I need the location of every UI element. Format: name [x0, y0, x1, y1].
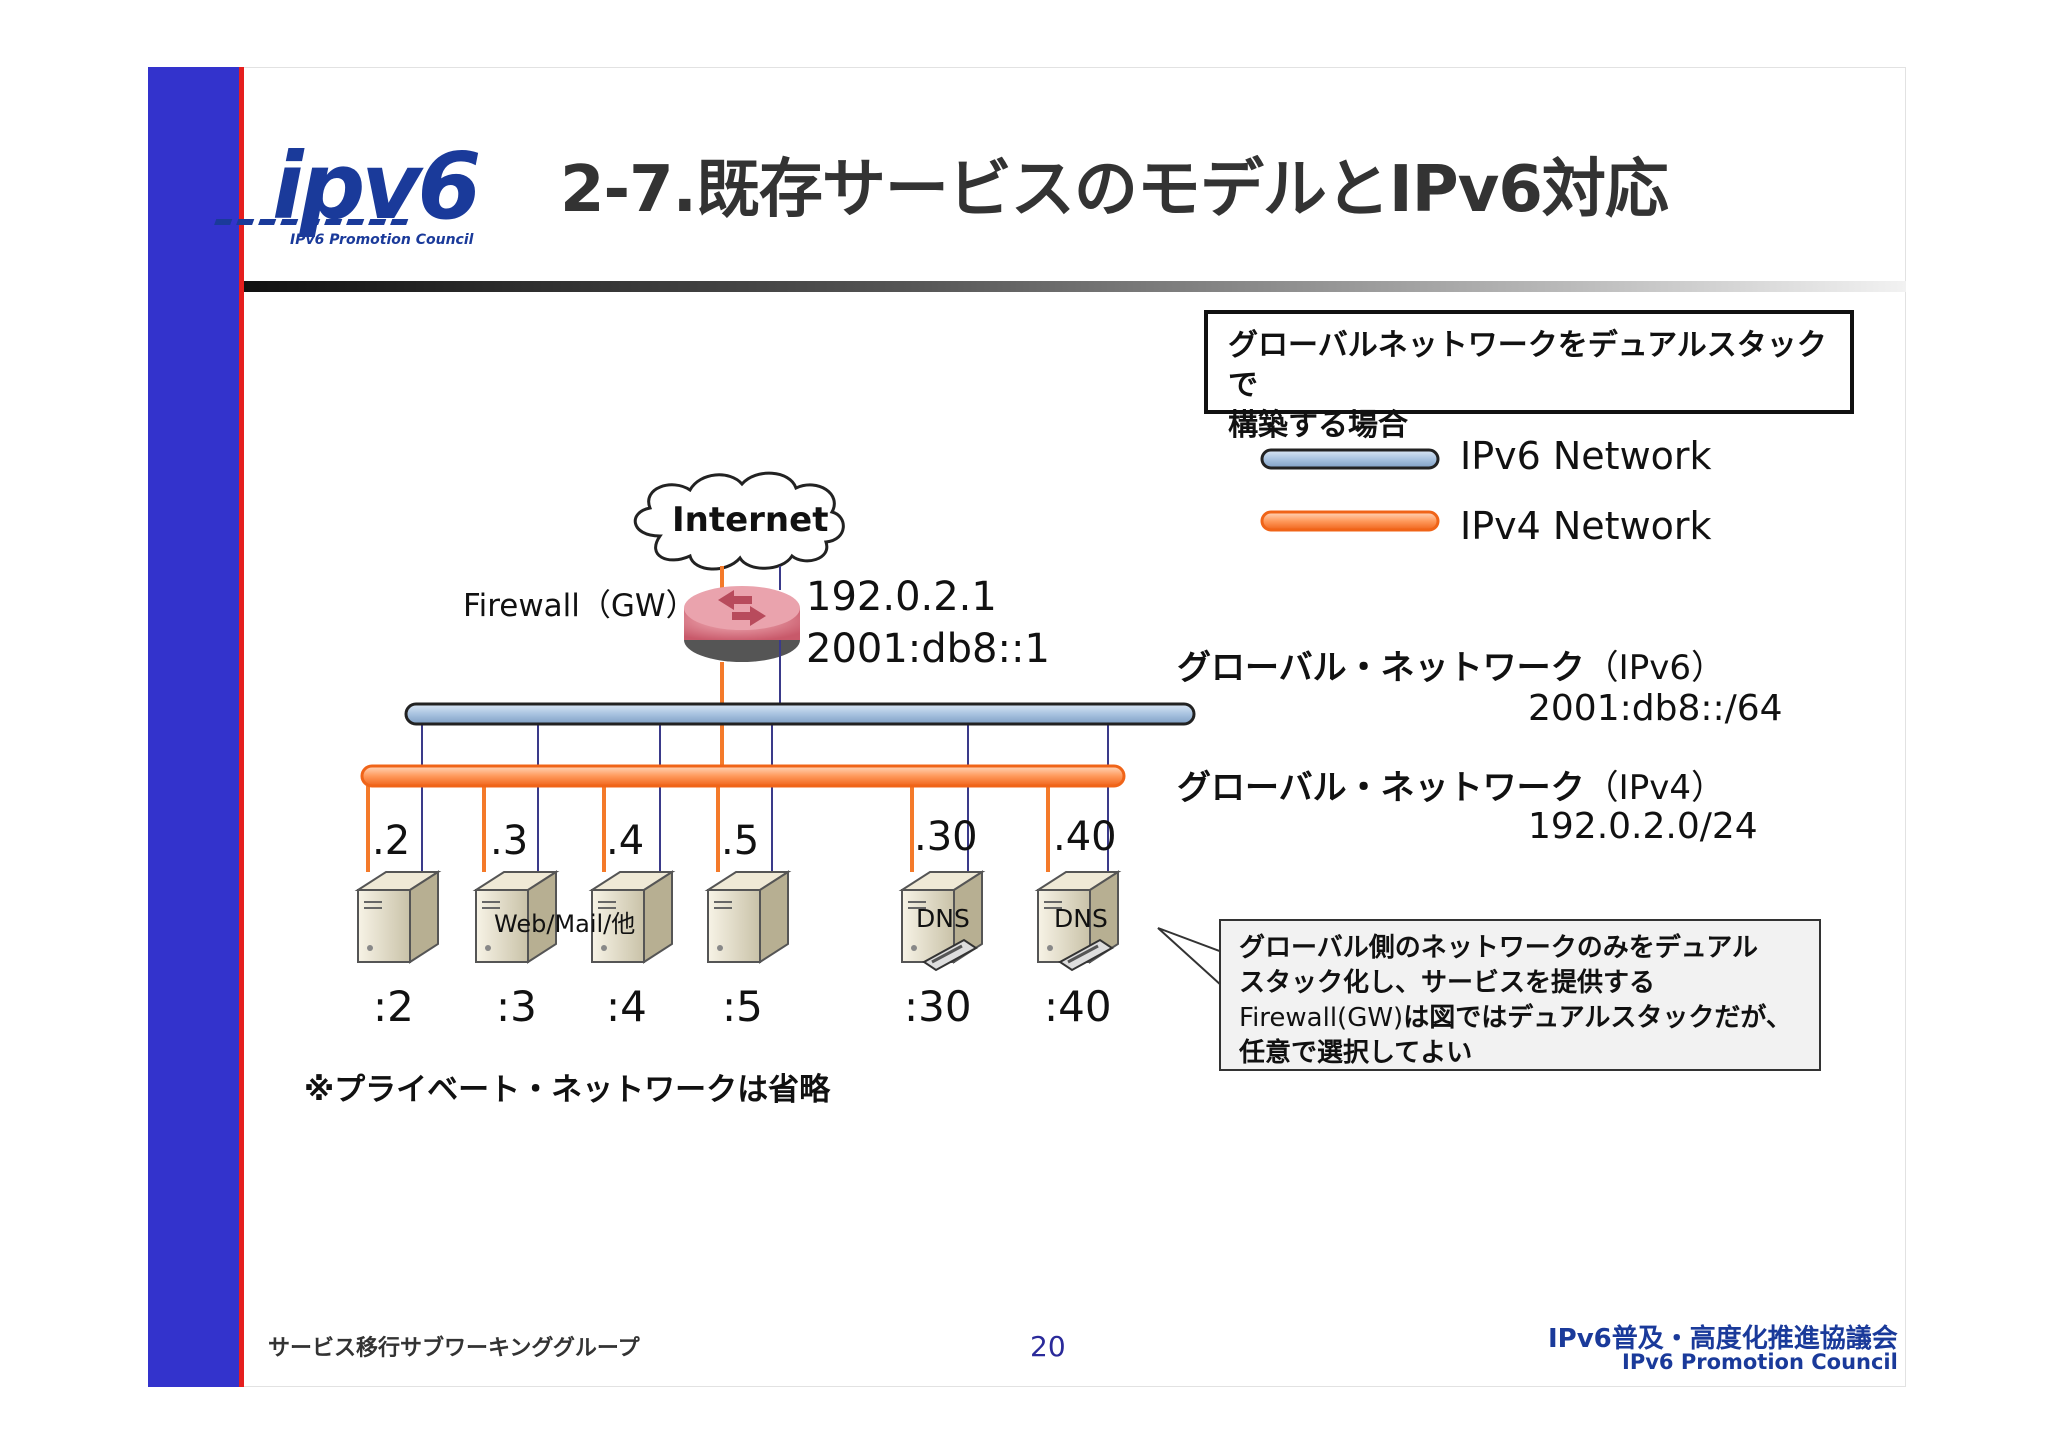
server-5-ipv4: .5	[721, 818, 760, 864]
legend-ipv6-label: IPv6 Network	[1460, 434, 1712, 478]
server-4-ipv4: .4	[606, 818, 645, 864]
ipv4-network-bus	[360, 764, 1126, 788]
server-30-ipv4: .30	[914, 814, 978, 860]
server-3-role-label: Web/Mail/他	[494, 910, 636, 938]
callout-line4: 任意で選択してよい	[1239, 1038, 1473, 1068]
server-4-ipv6: :4	[606, 982, 647, 1031]
ipv6-network-prefix: 2001:db8::/64	[1528, 688, 1783, 729]
callout-line3-rest: は図ではデュアルスタックだが、	[1403, 1003, 1792, 1033]
legend-ipv6-line	[1260, 448, 1440, 470]
legend-box-line2: 構築する場合	[1228, 408, 1408, 443]
page-number: 20	[1030, 1330, 1066, 1363]
ipv6-logo: ipv6	[214, 133, 482, 240]
keyboard-icon	[1058, 938, 1114, 972]
server-icon	[588, 870, 676, 964]
server-icon	[898, 870, 986, 972]
ipv6-network-title: グローバル・ネットワーク（IPv6）	[1177, 640, 1725, 689]
server-40-ipv6: :40	[1044, 982, 1112, 1031]
callout-pointer	[1157, 927, 1223, 989]
server-2-ipv6: :2	[373, 982, 414, 1031]
legend-ipv4-label: IPv4 Network	[1460, 504, 1712, 548]
gateway-ipv6-address: 2001:db8::1	[806, 626, 1050, 672]
footer-workgroup: サービス移行サブワーキンググループ	[268, 1336, 640, 1361]
ipv4-network-prefix: 192.0.2.0/24	[1528, 806, 1758, 847]
logo-subtitle: IPv6 Promotion Council	[290, 232, 474, 248]
legend-box: グローバルネットワークをデュアルスタックで 構築する場合	[1204, 310, 1854, 443]
server-icon	[1034, 870, 1122, 972]
footer-org-ja: IPv6普及・高度化推進協議会	[1548, 1324, 1898, 1354]
server-30-role-label: DNS	[916, 904, 970, 933]
server-30-ipv6: :30	[904, 982, 972, 1031]
callout-line2: スタック化し、サービスを提供する	[1239, 968, 1656, 998]
private-network-note: ※プライベート・ネットワークは省略	[304, 1072, 831, 1108]
server-icon	[704, 870, 792, 964]
ipv6-network-bus	[404, 702, 1196, 726]
ipv4-network-suffix: （IPv4）	[1584, 768, 1725, 808]
server-40-role-label: DNS	[1054, 904, 1108, 933]
ipv6-network-name: グローバル・ネットワーク	[1177, 648, 1585, 688]
callout-box: グローバル側のネットワークのみをデュアル スタック化し、サービスを提供する Fi…	[1219, 919, 1821, 1071]
server-icon	[354, 870, 442, 964]
server-links	[366, 724, 1109, 872]
legend-ipv4-line	[1260, 510, 1440, 532]
callout-line3-firewall: Firewall(GW)	[1239, 1003, 1404, 1033]
logo-dots	[214, 219, 409, 225]
callout-line3: Firewall(GW)は図ではデュアルスタックだが、	[1239, 1001, 1801, 1036]
gateway-ipv4-address: 192.0.2.1	[806, 574, 997, 620]
footer-org-en: IPv6 Promotion Council	[1622, 1350, 1898, 1374]
firewall-label: Firewall（GW）	[463, 588, 697, 624]
server-icon	[472, 870, 560, 964]
keyboard-icon	[922, 938, 978, 972]
callout-line1: グローバル側のネットワークのみをデュアル	[1239, 933, 1758, 963]
server-3-ipv6: :3	[496, 982, 537, 1031]
server-5-ipv6: :5	[722, 982, 763, 1031]
internet-label: Internet	[672, 500, 829, 540]
servers	[354, 870, 1122, 972]
sidebar-accent-line	[239, 67, 244, 1387]
slide-title: 2-7.既存サービスのモデルとIPv6対応	[560, 153, 1669, 227]
router-icon	[684, 586, 800, 662]
title-divider	[244, 281, 1906, 292]
server-2-ipv4: .2	[372, 818, 411, 864]
server-40-ipv4: .40	[1053, 814, 1117, 860]
slide-sidebar	[148, 67, 239, 1387]
server-3-ipv4: .3	[490, 818, 529, 864]
legend-box-line1: グローバルネットワークをデュアルスタックで	[1228, 328, 1827, 403]
ipv4-network-title: グローバル・ネットワーク（IPv4）	[1177, 760, 1725, 809]
ipv6-network-suffix: （IPv6）	[1584, 648, 1725, 688]
ipv4-network-name: グローバル・ネットワーク	[1177, 768, 1585, 808]
